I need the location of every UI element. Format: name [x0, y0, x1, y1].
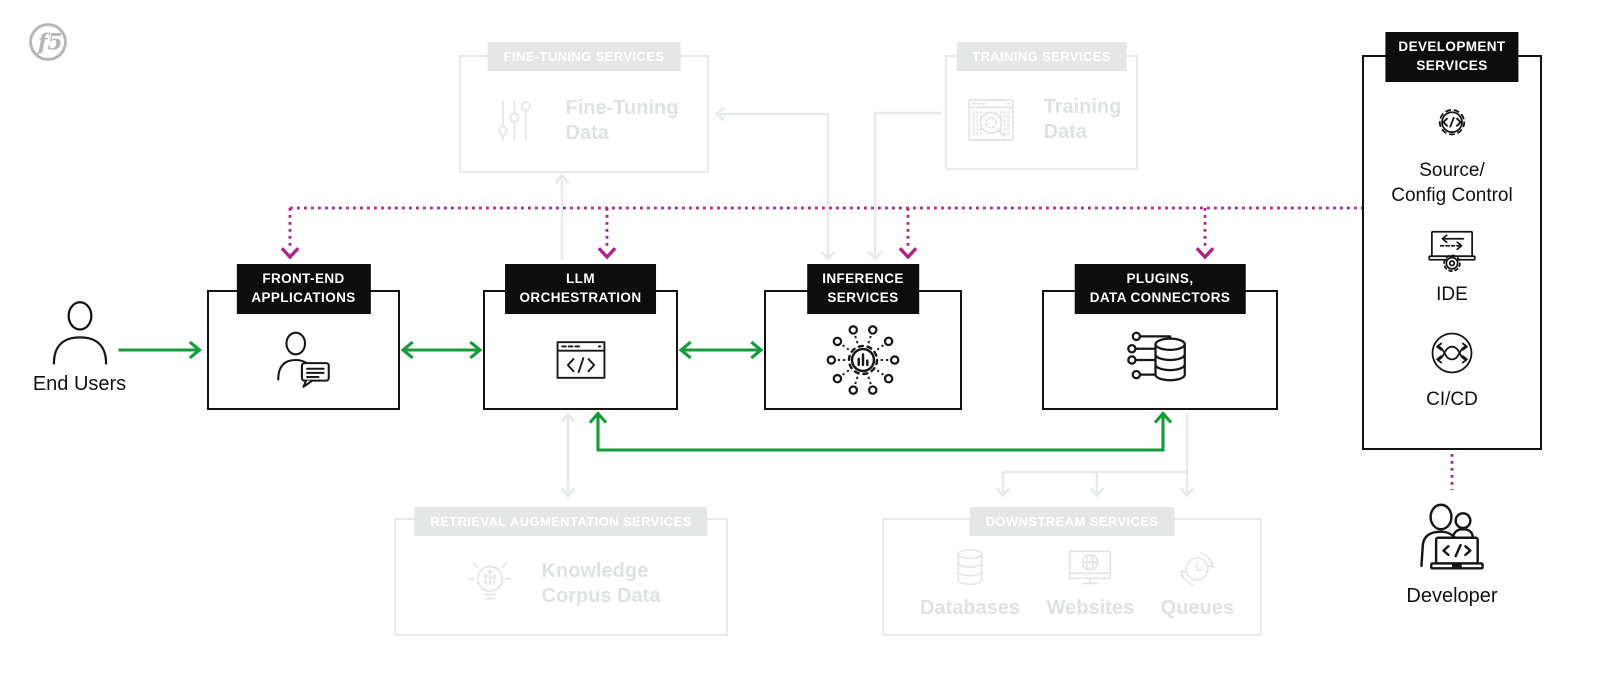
llm-title-line2: ORCHESTRATION: [519, 289, 642, 305]
developer-label: Developer: [1406, 585, 1498, 607]
retrieval-augmentation-services-box: RETRIEVAL AUGMENTATION SERVICES Knowledg…: [394, 507, 728, 636]
idea-bulb-icon: [467, 562, 512, 600]
arrow-llm-retrieval-bidirectional: [560, 412, 576, 498]
training-label-line2: Data: [1043, 120, 1087, 143]
downstream-item-websites: Websites: [1047, 544, 1134, 621]
inference-services-header: INFERENCE SERVICES: [807, 264, 919, 314]
fine-tuning-label-line2: Data: [565, 122, 609, 144]
inference-title-line1: INFERENCE: [822, 271, 904, 286]
development-services-header: DEVELOPMENT SERVICES: [1385, 32, 1519, 82]
knowledge-corpus-label: Knowledge Corpus Data: [542, 559, 661, 609]
database-icon: [957, 549, 983, 585]
end-users-actor: End Users: [22, 300, 137, 396]
end-users-label: End Users: [32, 373, 127, 395]
f5-logo-text: f5: [36, 29, 63, 55]
line-training-to-inference: [867, 111, 941, 261]
line-plugins-to-downstream: [995, 413, 1195, 498]
user-chat-icon: [276, 331, 330, 388]
dotted-arrow-to-frontend: [280, 208, 300, 260]
f5-logo: f5: [26, 20, 70, 69]
source-config-control-label: Source/ Config Control: [1391, 158, 1512, 208]
training-label-line1: Training: [1043, 95, 1122, 118]
front-end-title-line2: APPLICATIONS: [251, 289, 356, 305]
line-finetuning-inference-elbow: [714, 106, 836, 261]
dotted-arrow-to-llm: [597, 208, 617, 260]
fine-tuning-services-box: FINE-TUNING SERVICES Fine-Tuning Data: [459, 42, 709, 173]
plugins-title-line1: PLUGINS,: [1126, 271, 1194, 286]
development-services-header-line1: DEVELOPMENT: [1398, 39, 1506, 54]
line-llm-to-finetuning: [554, 173, 570, 260]
source-config-label-line2: Config Control: [1391, 185, 1513, 207]
neural-gear-icon: [826, 325, 900, 395]
llm-orchestration-header: LLM ORCHESTRATION: [504, 264, 657, 314]
ide-icon: [1428, 231, 1476, 273]
downstream-services-box: DOWNSTREAM SERVICES Databases Webs: [882, 507, 1262, 636]
cicd-label: CI/CD: [1426, 389, 1478, 411]
training-label: Training Data: [1044, 95, 1122, 145]
developer-icon: [1420, 503, 1484, 570]
developer-actor: Developer: [1392, 498, 1512, 608]
front-end-applications-header: FRONT-END APPLICATIONS: [236, 264, 371, 314]
development-services-box: DEVELOPMENT SERVICES Source/ Config Cont…: [1362, 32, 1542, 450]
downstream-item-databases: Databases: [920, 544, 1020, 621]
knowledge-corpus-line1: Knowledge: [541, 560, 649, 582]
website-icon: [1069, 550, 1112, 585]
ide-label: IDE: [1436, 284, 1468, 306]
front-end-applications-box: FRONT-END APPLICATIONS: [207, 264, 400, 410]
arrow-plugins-llm-feedback: [588, 411, 1173, 452]
inference-title-line2: SERVICES: [827, 289, 899, 305]
gear-code-icon: [1438, 109, 1466, 136]
neural-nodes: [826, 325, 900, 395]
cicd-icon: [1431, 332, 1473, 374]
development-services-header-line2: SERVICES: [1416, 57, 1488, 73]
data-scan-icon: [967, 98, 1014, 141]
llm-orchestration-box: LLM ORCHESTRATION: [483, 264, 678, 410]
sliders-icon: [497, 100, 531, 142]
plugins-data-connectors-box: PLUGINS, DATA CONNECTORS: [1042, 264, 1278, 410]
front-end-title-line1: FRONT-END: [262, 271, 345, 286]
f5-logo-icon: f5: [29, 23, 67, 61]
queue-clock-icon: [1180, 552, 1214, 586]
training-services-box: TRAINING SERVICES Training Data: [945, 42, 1138, 170]
websites-label: Websites: [1046, 597, 1135, 619]
fine-tuning-label-line1: Fine-Tuning: [565, 97, 679, 119]
downstream-services-header: DOWNSTREAM SERVICES: [969, 507, 1175, 536]
inference-services-box: INFERENCE SERVICES: [764, 264, 962, 410]
databases-label: Databases: [920, 597, 1021, 619]
arrow-llm-inference-bidirectional: [678, 340, 764, 360]
llm-title-line1: LLM: [566, 271, 595, 286]
knowledge-corpus-line2: Corpus Data: [541, 585, 661, 607]
queues-label: Queues: [1160, 597, 1234, 619]
dotted-arrow-to-plugins: [1195, 208, 1215, 260]
plugins-title-line2: DATA CONNECTORS: [1089, 289, 1231, 305]
downstream-item-queues: Queues: [1161, 544, 1234, 621]
arrow-endusers-to-frontend: [118, 340, 202, 360]
code-window-icon: [556, 341, 605, 379]
source-config-label-line1: Source/: [1419, 160, 1485, 181]
plugins-data-connectors-header: PLUGINS, DATA CONNECTORS: [1074, 264, 1246, 314]
fine-tuning-services-header: FINE-TUNING SERVICES: [487, 42, 681, 71]
end-user-icon: [52, 301, 107, 365]
dotted-arrow-to-inference: [898, 208, 918, 260]
training-services-header: TRAINING SERVICES: [956, 42, 1127, 71]
fine-tuning-label: Fine-Tuning Data: [566, 96, 679, 146]
retrieval-augmentation-header: RETRIEVAL AUGMENTATION SERVICES: [414, 507, 708, 536]
arrow-frontend-llm-bidirectional: [400, 340, 483, 360]
database-connector-icon: [1127, 331, 1186, 382]
